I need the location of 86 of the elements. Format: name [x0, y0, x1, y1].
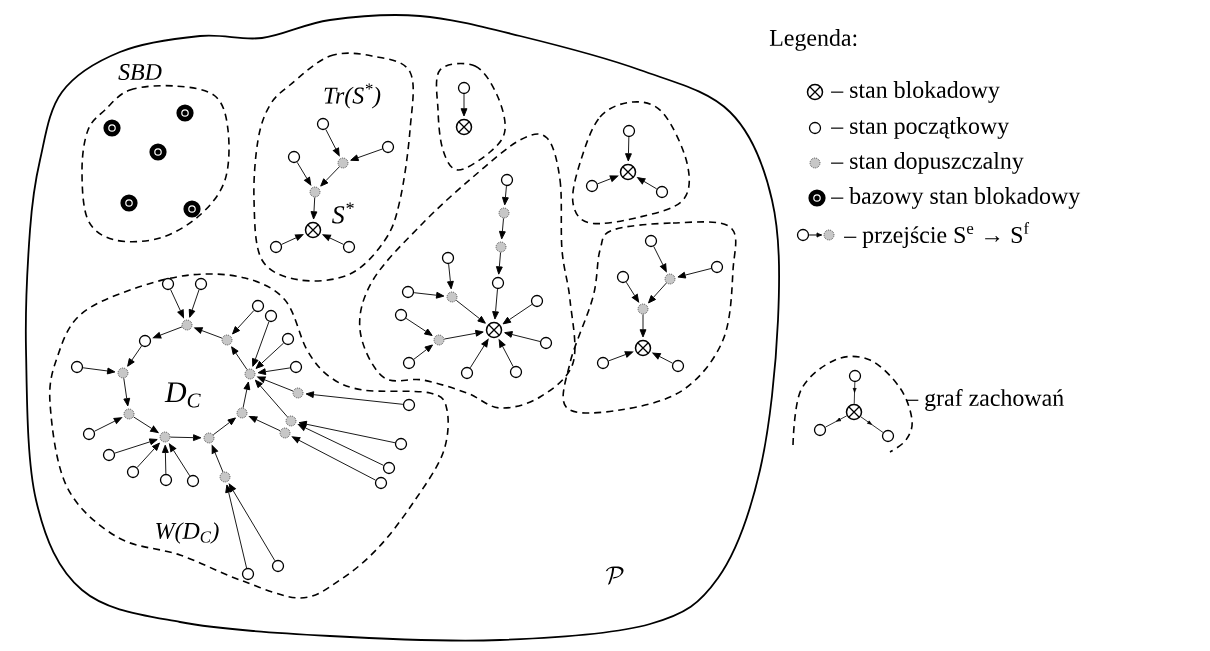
- arrow: [123, 377, 131, 407]
- arrow: [455, 299, 486, 324]
- arrow: [350, 148, 383, 162]
- arrow: [305, 391, 404, 405]
- arrow: [249, 416, 281, 432]
- legend-text: – stan blokadowy: [831, 81, 1000, 103]
- arrow: [639, 314, 647, 338]
- dashed-region: [562, 221, 737, 414]
- arrow: [608, 351, 634, 362]
- arrow: [413, 344, 433, 360]
- arrow: [447, 263, 454, 290]
- ringed-circle: [183, 200, 201, 218]
- arrow: [152, 326, 183, 339]
- arrow: [296, 161, 312, 186]
- arrow: [194, 327, 223, 339]
- legend-text: – przejście S$^{e}$ → S$^{f}$: [844, 222, 1030, 248]
- arrow: [413, 291, 445, 299]
- crossed-circle: [455, 118, 473, 136]
- arrow: [228, 483, 276, 562]
- arrow: [242, 381, 251, 409]
- arrow: [232, 310, 255, 335]
- dashed-region: [358, 133, 576, 409]
- crossed-circle: [619, 163, 637, 181]
- arrow: [492, 288, 499, 320]
- arrow: [310, 197, 318, 220]
- arrow: [504, 331, 541, 342]
- crossed-circle: [304, 221, 322, 239]
- arrow: [469, 338, 489, 369]
- arrow: [127, 345, 142, 367]
- arrow: [297, 424, 384, 466]
- arrow: [188, 289, 200, 318]
- ringed-circle: [120, 194, 138, 212]
- arrow: [405, 317, 433, 336]
- arrow: [170, 289, 184, 318]
- arrow: [255, 342, 284, 369]
- arrow: [322, 234, 344, 245]
- arrow: [161, 444, 169, 475]
- arrow: [625, 281, 640, 303]
- arrow: [133, 416, 159, 434]
- arrow: [254, 379, 288, 418]
- arrow: [212, 417, 236, 436]
- arrow: [114, 438, 158, 454]
- arrow: [281, 234, 304, 245]
- arrow: [498, 217, 506, 240]
- arrow: [648, 282, 667, 304]
- ringed-circle: [103, 119, 121, 137]
- arrow: [168, 443, 191, 477]
- arrow: [637, 177, 658, 190]
- arrow: [653, 246, 667, 273]
- crossed-circle: [485, 321, 503, 339]
- arrow: [257, 376, 294, 392]
- arrow: [211, 445, 224, 473]
- legend-text: – stan początkowy: [831, 117, 1010, 139]
- arrow: [498, 339, 514, 367]
- arrow: [325, 129, 340, 157]
- arrow: [495, 252, 503, 275]
- arrow: [652, 352, 673, 364]
- set-label: D$_{C}$: [164, 382, 201, 408]
- arrow: [252, 321, 270, 367]
- dashed-region: [571, 101, 691, 225]
- arrow: [502, 304, 533, 325]
- arrow: [82, 367, 116, 375]
- arrow: [231, 346, 248, 370]
- node-caption: S$^{*}$: [332, 202, 354, 224]
- arrow: [298, 420, 396, 444]
- arrow: [94, 417, 123, 432]
- ringed-circle: [149, 143, 167, 161]
- arrow: [677, 268, 712, 279]
- arrow: [597, 175, 619, 185]
- arrow: [502, 185, 509, 206]
- arrow: [170, 434, 202, 442]
- arrow: [443, 329, 484, 340]
- arrow: [136, 442, 160, 468]
- arrow: [460, 93, 468, 117]
- node-label: SBD: [118, 63, 162, 81]
- legend-text: – stan dopuszczalny: [831, 152, 1024, 174]
- arrow: [291, 436, 376, 481]
- arrow: [225, 484, 248, 569]
- arrow: [257, 367, 291, 376]
- arrow: [320, 166, 340, 187]
- ringed-circle: [176, 104, 194, 122]
- dashed-region: [435, 62, 506, 171]
- arrow: [625, 136, 632, 162]
- dotted-circle: [161, 277, 175, 291]
- crossed-circle: [634, 339, 652, 357]
- legend-text: – bazowy stan blokadowy: [831, 187, 1081, 209]
